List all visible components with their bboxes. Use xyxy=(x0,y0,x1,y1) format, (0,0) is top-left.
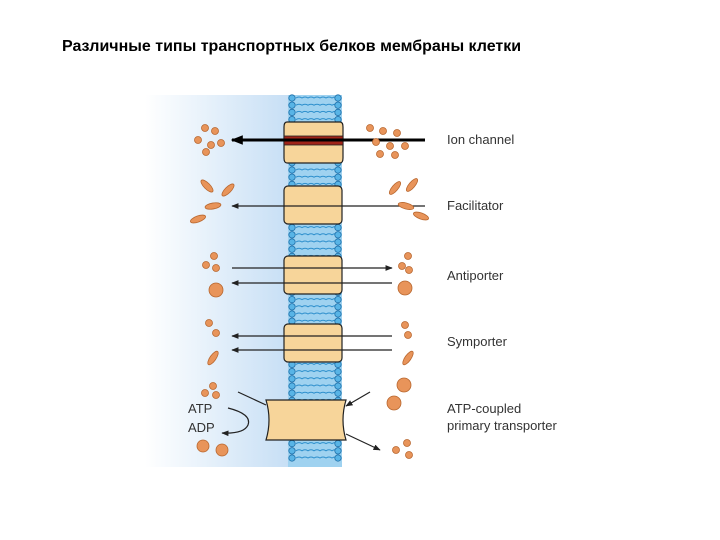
antiporter-label: Antiporter xyxy=(447,268,504,283)
concentration-gradient xyxy=(145,95,288,467)
adp-label: ADP xyxy=(188,420,215,435)
atp-label: ATP xyxy=(188,401,212,416)
symporter-protein xyxy=(283,323,343,363)
atp-coupled-label-line2: primary transporter xyxy=(447,418,557,433)
atp-adp-curve xyxy=(221,407,250,437)
page-title: Различные типы транспортных белков мембр… xyxy=(62,38,522,55)
facilitator-label: Facilitator xyxy=(447,198,504,213)
atp-coupled-label-line1: ATP-coupled xyxy=(447,401,521,416)
transported-molecules xyxy=(190,124,429,459)
symporter-label: Symporter xyxy=(447,334,508,349)
atp-arrow-in xyxy=(237,391,267,406)
transport-arrows xyxy=(221,135,425,451)
atp-arrow-in-2 xyxy=(345,391,371,407)
antiporter-protein xyxy=(283,255,343,295)
atp-arrow-out xyxy=(345,433,381,451)
atp-coupled-protein xyxy=(265,399,347,441)
ion-channel-protein xyxy=(283,121,344,164)
facilitator-protein xyxy=(283,185,343,225)
ion-channel-label: Ion channel xyxy=(447,132,514,147)
